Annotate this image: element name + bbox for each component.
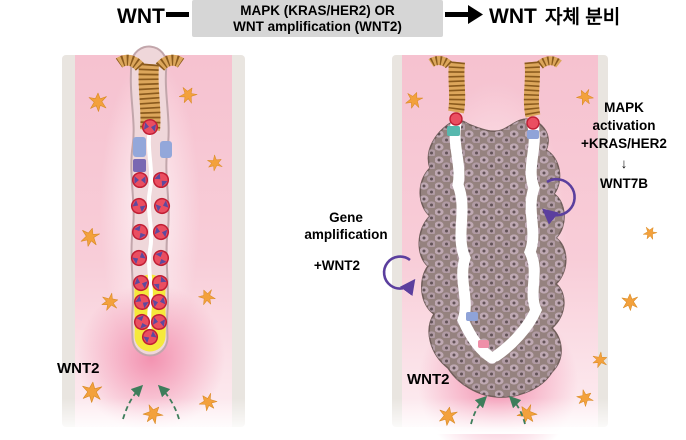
secretion-arrow-icon [122, 384, 144, 420]
right-wnt2-label: WNT2 [407, 371, 450, 388]
transit-cell-blue [133, 137, 146, 157]
header-box-line2: WNT amplification (WNT2) [233, 19, 402, 34]
tumor-cell-pink [478, 340, 489, 348]
transit-cell-purple [133, 159, 146, 172]
header-result-wnt: WNT [489, 5, 537, 28]
crypt-lumen [146, 126, 154, 338]
wnt7b-label: WNT7B [600, 176, 648, 191]
header-dash [166, 12, 189, 17]
mapk-line1: MAPK [604, 100, 644, 115]
tumor-brush-border [428, 56, 562, 118]
gene-amp-line1: Gene [329, 210, 363, 225]
tumor-cell-blue [466, 312, 478, 321]
header-box-line1: MAPK (KRAS/HER2) OR [240, 3, 395, 18]
tumor-lumen [449, 118, 543, 364]
cycle-arrow-icon-wnt7b [542, 177, 576, 225]
cycle-arrows [382, 177, 576, 297]
bottom-fade [55, 398, 660, 434]
header-schematic: WNT MAPK (KRAS/HER2) OR WNT amplificatio… [117, 0, 620, 37]
header-result-korean: 자체 분비 [545, 6, 620, 28]
left-wnt2-label: WNT2 [57, 360, 100, 377]
header-condition-box [192, 0, 443, 37]
plus-wnt2-label: +WNT2 [314, 258, 360, 273]
cycle-arrow-icon-wnt2 [382, 255, 416, 297]
header-arrow-icon [445, 5, 483, 24]
gene-amplification-annotation: Gene amplification +WNT2 [304, 210, 387, 273]
down-arrow-icon: ↓ [621, 156, 628, 171]
tumor-crypt [418, 56, 567, 398]
transit-cell-blue [160, 141, 172, 158]
secretion-arrow-icon [508, 395, 526, 425]
left-crypt-panel [62, 45, 245, 432]
kras-her2-label: +KRAS/HER2 [581, 136, 667, 151]
normal-crypt [115, 45, 185, 357]
tumor-cell-teal [447, 126, 460, 136]
right-crypt-panel [392, 55, 608, 440]
gene-amp-line2: amplification [304, 227, 387, 242]
wnt-secretion-arrows [122, 384, 526, 425]
header-wnt-label: WNT [117, 5, 165, 28]
mapk-line2: activation [592, 118, 655, 133]
mapk-activation-annotation: MAPK activation +KRAS/HER2 ↓ WNT7B [581, 100, 667, 191]
secretion-arrow-icon [470, 395, 488, 425]
tumor-cell-blue [527, 130, 539, 139]
secretion-arrow-icon [157, 384, 180, 420]
